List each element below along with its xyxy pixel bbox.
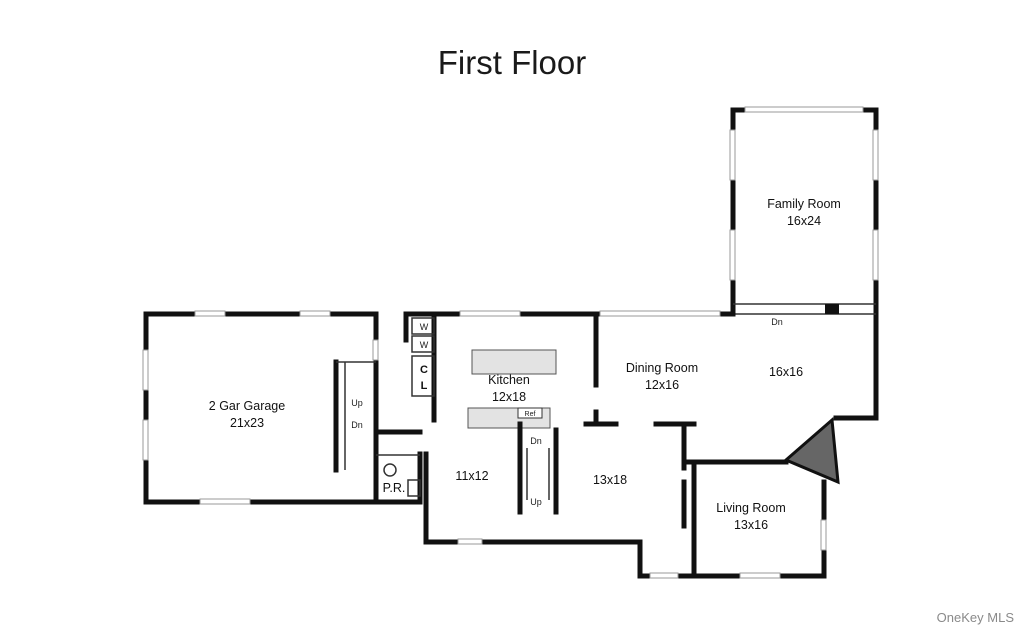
closet-l-label: L (421, 380, 428, 392)
garage-stair-up: Up (351, 398, 363, 408)
powder-room-label: P.R. (383, 481, 406, 495)
garage-stair-dn: Dn (351, 420, 363, 430)
kitchen-label: Kitchen (488, 373, 530, 387)
closet-c-label: C (420, 364, 428, 376)
washer-label: W (420, 322, 429, 332)
dining-room-size: 12x16 (645, 378, 679, 392)
garage-size: 21x23 (230, 416, 264, 430)
family-room-dn: Dn (771, 317, 783, 327)
family-room-label: Family Room (767, 197, 841, 211)
watermark: OneKey MLS (936, 610, 1014, 625)
kitchen-size: 12x18 (492, 390, 526, 404)
family-room-walls (729, 106, 879, 421)
dining-room-label: Dining Room (626, 361, 698, 375)
family-room-size: 16x24 (787, 214, 821, 228)
living-room-size: 13x16 (734, 518, 768, 532)
page-title: First Floor (437, 44, 587, 81)
center-stair-dn: Dn (530, 436, 542, 446)
main-walls (142, 310, 879, 579)
garage-label: 2 Gar Garage (209, 399, 285, 413)
room-13x18-size: 13x18 (593, 473, 627, 487)
dryer-label: W (420, 340, 429, 350)
room-11x12-size: 11x12 (455, 469, 488, 483)
center-stair-up: Up (530, 497, 542, 507)
room-16x16-size: 16x16 (769, 365, 803, 379)
refrigerator-label: Ref (525, 411, 536, 418)
living-room-label: Living Room (716, 501, 785, 515)
